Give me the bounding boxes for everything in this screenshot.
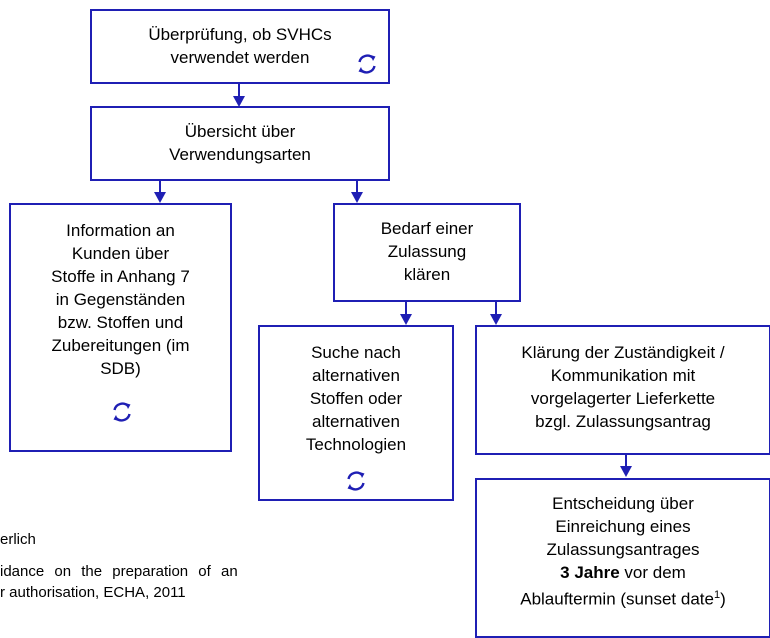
- sunset-text: Ablauftermin (sunset date: [520, 589, 714, 609]
- node-responsibility-clarification: Klärung der Zuständigkeit / Kommunikatio…: [475, 325, 770, 455]
- deadline-rest: vor dem: [619, 563, 686, 582]
- node-text: SDB): [100, 359, 141, 378]
- refresh-cycle-icon: [358, 54, 376, 74]
- node-customer-information: Information an Kunden über Stoffe in Anh…: [9, 203, 232, 452]
- node-text: Überprüfung, ob SVHCs: [148, 25, 332, 44]
- bold-years: 3 Jahre: [560, 563, 620, 582]
- node-text: Entscheidung über: [552, 494, 694, 513]
- node-text: in Gegenständen: [55, 290, 186, 309]
- node-text: Kommunikation mit: [550, 366, 696, 385]
- node-text: Stoffe in Anhang 7: [51, 267, 190, 286]
- node-text: Zulassung: [387, 242, 467, 261]
- node-text: Übersicht über: [184, 122, 296, 141]
- footnote-line-3: r authorisation, ECHA, 2011: [0, 584, 186, 601]
- footnote-line-2: idance on the preparation of an: [0, 563, 238, 580]
- node-text: Information an: [66, 221, 175, 240]
- arrowhead-svhc-to-overview: [233, 96, 245, 107]
- node-text: bzw. Stoffen und: [57, 313, 184, 332]
- node-overview: Übersicht über Verwendungsarten: [90, 106, 390, 181]
- node-text-sunset: Ablauftermin (sunset date1): [477, 584, 769, 611]
- arrowhead-responsibility-to-decision: [620, 466, 632, 477]
- node-text: verwendet werden: [170, 48, 310, 67]
- node-text: Bedarf einer: [380, 219, 474, 238]
- node-text: Stoffen oder: [309, 389, 403, 408]
- node-text: Kunden über: [71, 244, 170, 263]
- node-text: Verwendungsarten: [169, 145, 311, 164]
- node-text: Zulassungsantrages: [546, 540, 700, 559]
- arrowhead-overview-to-customer-info: [154, 192, 166, 203]
- node-text: Technologien: [305, 435, 407, 454]
- node-text: bzgl. Zulassungsantrag: [535, 412, 711, 431]
- node-text: vorgelagerter Lieferkette: [530, 389, 716, 408]
- refresh-cycle-icon: [113, 402, 131, 422]
- sunset-close: ): [720, 589, 726, 609]
- node-text: Einreichung eines: [555, 517, 691, 536]
- node-text: alternativen: [312, 366, 400, 385]
- node-svhc-check: Überprüfung, ob SVHCs verwendet werden: [90, 9, 390, 84]
- node-text: Zubereitungen (im: [51, 336, 190, 355]
- arrowhead-authorisation-to-alternatives: [400, 314, 412, 325]
- footnote-line-1: erlich: [0, 531, 36, 548]
- footnote-marker: 1: [713, 589, 721, 601]
- node-alternatives-search: Suche nach alternativen Stoffen oder alt…: [258, 325, 454, 501]
- arrowhead-overview-to-authorisation: [351, 192, 363, 203]
- node-text: alternativen: [312, 412, 400, 431]
- node-text-deadline: 3 Jahre vor dem: [477, 561, 769, 584]
- refresh-cycle-icon: [347, 471, 365, 491]
- node-submission-decision: Entscheidung über Einreichung eines Zula…: [475, 478, 770, 638]
- node-text: Suche nach: [311, 343, 401, 362]
- node-text: Klärung der Zuständigkeit /: [521, 343, 725, 362]
- arrowhead-authorisation-to-responsibility: [490, 314, 502, 325]
- node-text: klären: [403, 265, 451, 284]
- node-authorisation-need: Bedarf einer Zulassung klären: [333, 203, 521, 302]
